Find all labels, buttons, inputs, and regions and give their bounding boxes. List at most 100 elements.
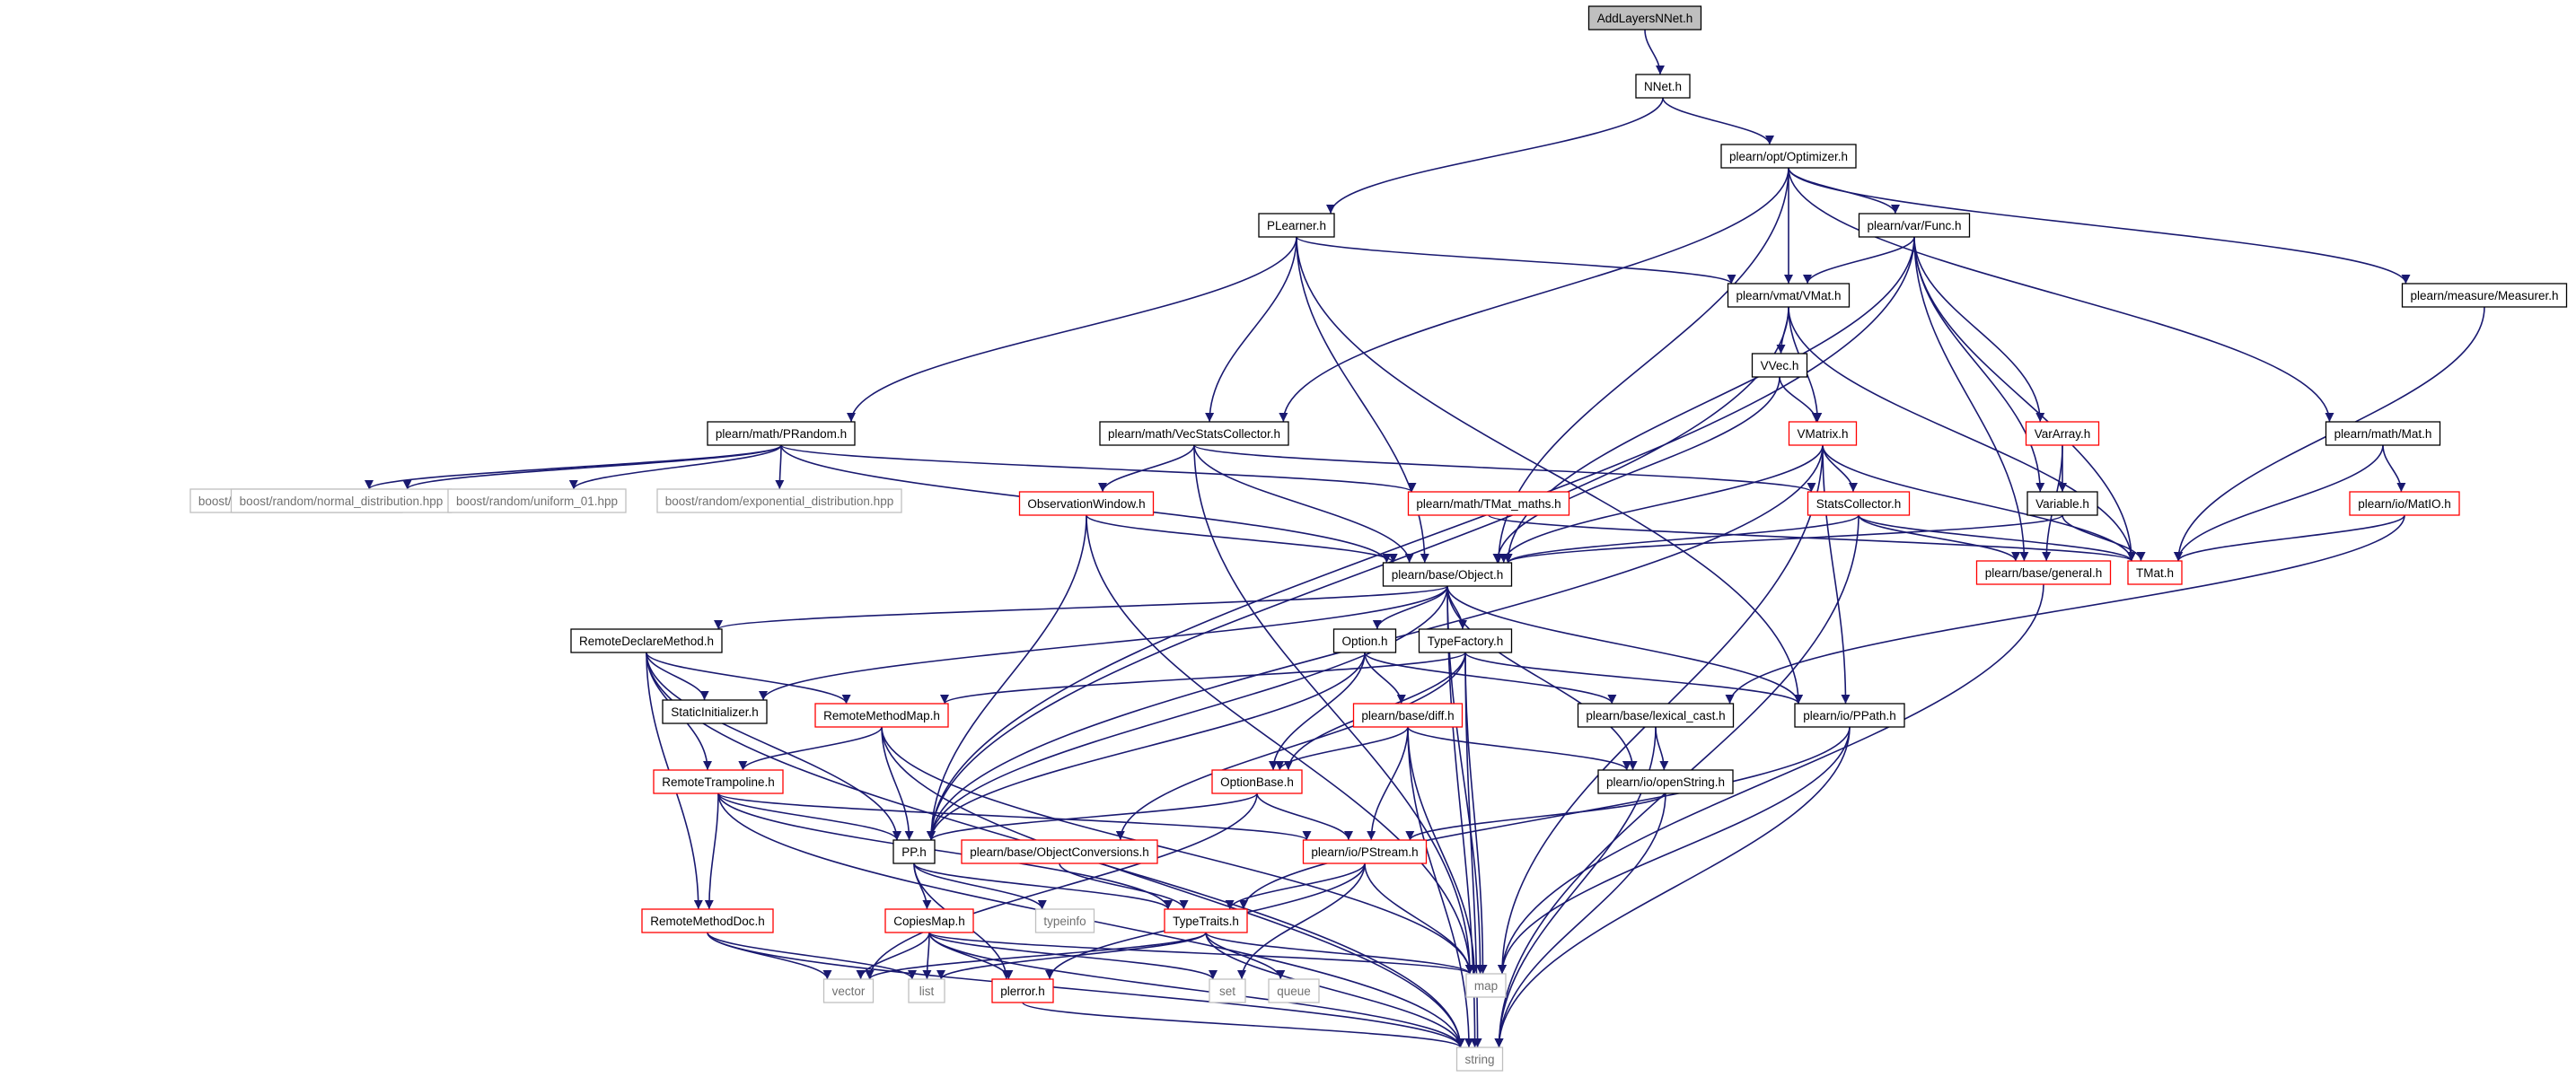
edge-optimizer-to-measurer bbox=[1788, 167, 2411, 285]
node-plearner[interactable]: PLearner.h bbox=[1258, 213, 1335, 238]
edge-obswin-to-map bbox=[1086, 514, 1474, 975]
node-box bbox=[2349, 491, 2460, 516]
node-remotemethoddoc[interactable]: RemoteMethodDoc.h bbox=[641, 908, 774, 933]
node-vmat[interactable]: plearn/vmat/VMat.h bbox=[1727, 283, 1851, 308]
node-label: plearn/vmat/VMat.h bbox=[1736, 289, 1841, 302]
node-objconv[interactable]: plearn/base/ObjectConversions.h bbox=[961, 839, 1158, 864]
node-optimizer[interactable]: plearn/opt/Optimizer.h bbox=[1720, 144, 1857, 169]
node-label: vector bbox=[832, 985, 866, 998]
node-string[interactable]: string bbox=[1455, 1046, 1504, 1072]
node-box bbox=[814, 703, 949, 728]
node-prandom[interactable]: plearn/math/PRandom.h bbox=[707, 421, 856, 446]
node-matio[interactable]: plearn/io/MatIO.h bbox=[2349, 491, 2460, 516]
node-optionbase[interactable]: OptionBase.h bbox=[1211, 769, 1303, 794]
node-box bbox=[447, 488, 627, 513]
node-label: plearn/opt/Optimizer.h bbox=[1729, 150, 1848, 163]
node-box bbox=[1975, 560, 2112, 585]
node-box bbox=[1407, 491, 1570, 516]
node-addlayers[interactable]: AddLayersNNet.h bbox=[1587, 5, 1702, 31]
edge-obswin-to-pp bbox=[927, 514, 1087, 841]
node-openstring[interactable]: plearn/io/openString.h bbox=[1597, 769, 1734, 794]
node-normaldist[interactable]: boost/random/normal_distribution.hpp bbox=[230, 488, 453, 513]
node-measurer[interactable]: plearn/measure/Measurer.h bbox=[2401, 283, 2568, 308]
node-mat[interactable]: plearn/math/Mat.h bbox=[2325, 421, 2441, 446]
node-label: plerror.h bbox=[1000, 985, 1045, 998]
node-label: plearn/math/TMat_maths.h bbox=[1416, 497, 1561, 511]
node-tmat[interactable]: TMat.h bbox=[2127, 560, 2183, 585]
node-statscol[interactable]: StatsCollector.h bbox=[1807, 491, 1911, 516]
node-box bbox=[653, 769, 784, 794]
node-copiesmap[interactable]: CopiesMap.h bbox=[884, 908, 974, 933]
node-plerror[interactable]: plerror.h bbox=[991, 978, 1054, 1003]
edge-remotedecl-to-staticinit bbox=[646, 652, 709, 701]
node-box bbox=[230, 488, 453, 513]
edge-addlayers-to-nnet bbox=[1644, 29, 1665, 75]
node-label: plearn/base/general.h bbox=[1985, 566, 2103, 580]
node-label: StaticInitializer.h bbox=[671, 705, 759, 719]
node-queue[interactable]: queue bbox=[1268, 978, 1320, 1003]
node-box bbox=[1099, 421, 1289, 446]
node-func[interactable]: plearn/var/Func.h bbox=[1858, 213, 1971, 238]
node-general[interactable]: plearn/base/general.h bbox=[1975, 560, 2112, 585]
node-tmatmaths[interactable]: plearn/math/TMat_maths.h bbox=[1407, 491, 1570, 516]
node-pp[interactable]: PP.h bbox=[892, 839, 936, 864]
node-box bbox=[570, 628, 723, 653]
node-typetraits[interactable]: TypeTraits.h bbox=[1164, 908, 1248, 933]
edge-typetraits-to-map bbox=[1205, 932, 1474, 975]
node-vecstats[interactable]: plearn/math/VecStatsCollector.h bbox=[1099, 421, 1289, 446]
node-typeinfo[interactable]: typeinfo bbox=[1034, 908, 1095, 933]
node-ppath[interactable]: plearn/io/PPath.h bbox=[1794, 703, 1905, 728]
edge-plearner-to-vmat bbox=[1296, 236, 1736, 285]
node-box bbox=[1211, 769, 1303, 794]
node-map[interactable]: map bbox=[1465, 973, 1507, 998]
node-object[interactable]: plearn/base/Object.h bbox=[1382, 562, 1513, 587]
node-set[interactable]: set bbox=[1209, 978, 1246, 1003]
edge-plearner-to-prandom bbox=[847, 236, 1297, 423]
node-label: VarArray.h bbox=[2035, 427, 2091, 441]
node-label: typeinfo bbox=[1043, 915, 1086, 928]
edge-typetraits-to-string bbox=[1205, 932, 1465, 1048]
node-label: TypeFactory.h bbox=[1428, 635, 1504, 648]
edge-optimizer-to-vecstats bbox=[1279, 167, 1789, 423]
edge-diff-to-optionbase bbox=[1275, 726, 1409, 771]
node-box bbox=[908, 978, 945, 1003]
edge-mat-to-tmat bbox=[2174, 444, 2384, 562]
node-vmatrix[interactable]: VMatrix.h bbox=[1788, 421, 1858, 446]
node-lexicalcast[interactable]: plearn/base/lexical_cast.h bbox=[1577, 703, 1735, 728]
node-diff[interactable]: plearn/base/diff.h bbox=[1352, 703, 1464, 728]
node-list[interactable]: list bbox=[908, 978, 945, 1003]
edge-object-to-ppath bbox=[1446, 585, 1803, 705]
node-vararray[interactable]: VarArray.h bbox=[2025, 421, 2100, 446]
node-box bbox=[1727, 283, 1851, 308]
edge-pp-to-typetraits bbox=[913, 862, 1173, 910]
edge-remotemethodmap-to-string bbox=[881, 726, 1465, 1048]
node-remotemethodmap[interactable]: RemoteMethodMap.h bbox=[814, 703, 949, 728]
node-label: plearn/measure/Measurer.h bbox=[2410, 289, 2558, 302]
node-vector[interactable]: vector bbox=[822, 978, 875, 1003]
node-vvec[interactable]: VVec.h bbox=[1751, 353, 1808, 378]
edge-vmat-to-pp bbox=[927, 306, 1789, 841]
node-label: Variable.h bbox=[2035, 497, 2089, 511]
node-remotetramp[interactable]: RemoteTrampoline.h bbox=[653, 769, 784, 794]
edge-vecstats-to-object bbox=[1193, 444, 1414, 564]
node-typefactory[interactable]: TypeFactory.h bbox=[1418, 628, 1513, 653]
node-box bbox=[662, 699, 768, 724]
node-label: queue bbox=[1277, 985, 1311, 998]
edge-prandom-to-tmatmaths bbox=[780, 444, 1417, 493]
node-obswin[interactable]: ObservationWindow.h bbox=[1018, 491, 1155, 516]
node-pstream[interactable]: plearn/io/PStream.h bbox=[1302, 839, 1428, 864]
edge-ppath-to-map bbox=[1498, 726, 1851, 975]
edge-diff-to-string bbox=[1407, 726, 1473, 1048]
node-option[interactable]: Option.h bbox=[1332, 628, 1397, 653]
node-staticinit[interactable]: StaticInitializer.h bbox=[662, 699, 768, 724]
node-remotedecl[interactable]: RemoteDeclareMethod.h bbox=[570, 628, 723, 653]
node-label: OptionBase.h bbox=[1220, 775, 1294, 789]
node-nnet[interactable]: NNet.h bbox=[1635, 74, 1691, 99]
edge-nnet-to-optimizer bbox=[1662, 97, 1774, 145]
edge-openstring-to-pstream bbox=[1405, 792, 1666, 841]
node-variable[interactable]: Variable.h bbox=[2027, 491, 2098, 516]
node-expdist[interactable]: boost/random/exponential_distribution.hp… bbox=[656, 488, 902, 513]
node-uniform01[interactable]: boost/random/uniform_01.hpp bbox=[447, 488, 627, 513]
edge-pstream-to-typetraits bbox=[1225, 862, 1366, 910]
node-box bbox=[2025, 421, 2100, 446]
